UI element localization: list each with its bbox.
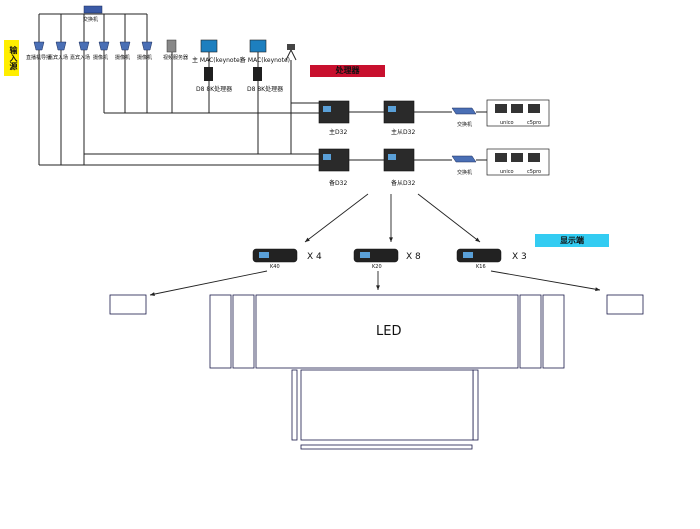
- arrow-line: [149, 270, 268, 296]
- switch-label: 交换机: [457, 122, 473, 128]
- mac-monitor-icon: [249, 39, 267, 53]
- laptop-icon: [495, 104, 507, 113]
- stage-floor-strip: [300, 444, 473, 450]
- tripod-camera-icon: [287, 44, 295, 50]
- processor-label: 主D32: [329, 129, 348, 136]
- input-section-label: 输入源: [4, 40, 19, 76]
- input-source-label: 直播机导播: [26, 55, 52, 61]
- processor-section-label: 处理器: [310, 65, 385, 77]
- receiver-count: X 8: [406, 252, 421, 262]
- laptop-icon: [495, 153, 507, 162]
- receiver-count: X 3: [512, 252, 527, 262]
- laptop-label: c5pro: [527, 120, 542, 126]
- lower-led-screen: [300, 369, 474, 441]
- side-screen-right: [606, 294, 644, 315]
- processor-label: 备D32: [329, 180, 348, 187]
- led-screen-label: LED: [376, 324, 402, 339]
- processor-screen: [388, 106, 396, 112]
- wing-panel: [232, 294, 255, 369]
- tripod-leg: [285, 49, 292, 61]
- input-source-label: 视频服务器: [163, 55, 189, 61]
- arrow-head: [305, 237, 310, 242]
- camera-icon: [98, 41, 110, 51]
- arrow-line: [490, 270, 601, 291]
- receiver-label: K16: [476, 264, 486, 270]
- mac-monitor-icon: [200, 39, 218, 53]
- processor-screen: [323, 106, 331, 112]
- pc-tower-icon: [204, 67, 213, 81]
- arrow-line: [417, 193, 481, 243]
- camera-icon: [33, 41, 45, 51]
- processor-label: 备从D32: [391, 180, 416, 187]
- top-switch-label: 交换机: [83, 17, 99, 23]
- processor-label: 主从D32: [391, 129, 416, 136]
- input-source-label: 嘉宾入场: [48, 55, 69, 61]
- laptop-label: unico: [500, 169, 514, 175]
- wing-panel: [209, 294, 232, 369]
- arrow-head: [389, 237, 393, 242]
- input-source-label: 摄像机: [115, 55, 131, 61]
- mac-server-label-backup: D8 8K处理器: [247, 86, 284, 93]
- receiver-count: X 4: [307, 252, 322, 262]
- wing-panel: [519, 294, 542, 369]
- laptop-icon: [528, 153, 540, 162]
- switch-icon: [451, 155, 477, 163]
- receiver-screen: [463, 252, 473, 258]
- pc-tower-icon: [253, 67, 262, 81]
- laptop-label: c5pro: [527, 169, 542, 175]
- camera-icon: [119, 41, 131, 51]
- arrow-head: [376, 285, 380, 290]
- tripod-leg: [290, 49, 297, 61]
- wing-panel: [542, 294, 565, 369]
- receiver-label: K20: [372, 264, 382, 270]
- main-led-screen: [255, 294, 519, 369]
- mac-label-backup: 备 MAC(keynote): [240, 57, 290, 64]
- stage-pillar: [472, 369, 479, 441]
- receiver-screen: [259, 252, 269, 258]
- mac-server-label-main: D8 8K处理器: [196, 86, 233, 93]
- arrow-head: [150, 292, 155, 296]
- top-switch-icon: [83, 5, 103, 14]
- input-source-label: 摄像机: [93, 55, 109, 61]
- mac-label-main: 主 MAC(keynote): [192, 57, 242, 64]
- camera-icon: [78, 41, 90, 51]
- laptop-icon: [511, 104, 523, 113]
- arrow-line: [304, 193, 369, 243]
- switch-label: 交换机: [457, 170, 473, 176]
- camera-icon: [141, 41, 153, 51]
- laptop-icon: [511, 153, 523, 162]
- input-source-label: 摄像机: [137, 55, 153, 61]
- display-section-label: 显示端: [535, 234, 609, 247]
- laptop-label: unico: [500, 120, 514, 126]
- switch-icon: [451, 107, 477, 115]
- receiver-screen: [360, 252, 370, 258]
- laptop-icon: [528, 104, 540, 113]
- side-screen-left: [109, 294, 147, 315]
- arrow-head: [475, 237, 480, 242]
- camera-icon: [55, 41, 67, 51]
- receiver-label: K40: [270, 264, 280, 270]
- server-icon: [166, 39, 177, 53]
- processor-screen: [323, 154, 331, 160]
- arrow-head: [595, 287, 600, 292]
- input-source-label: 嘉宾入场: [70, 55, 91, 61]
- stage-pillar: [291, 369, 298, 441]
- processor-screen: [388, 154, 396, 160]
